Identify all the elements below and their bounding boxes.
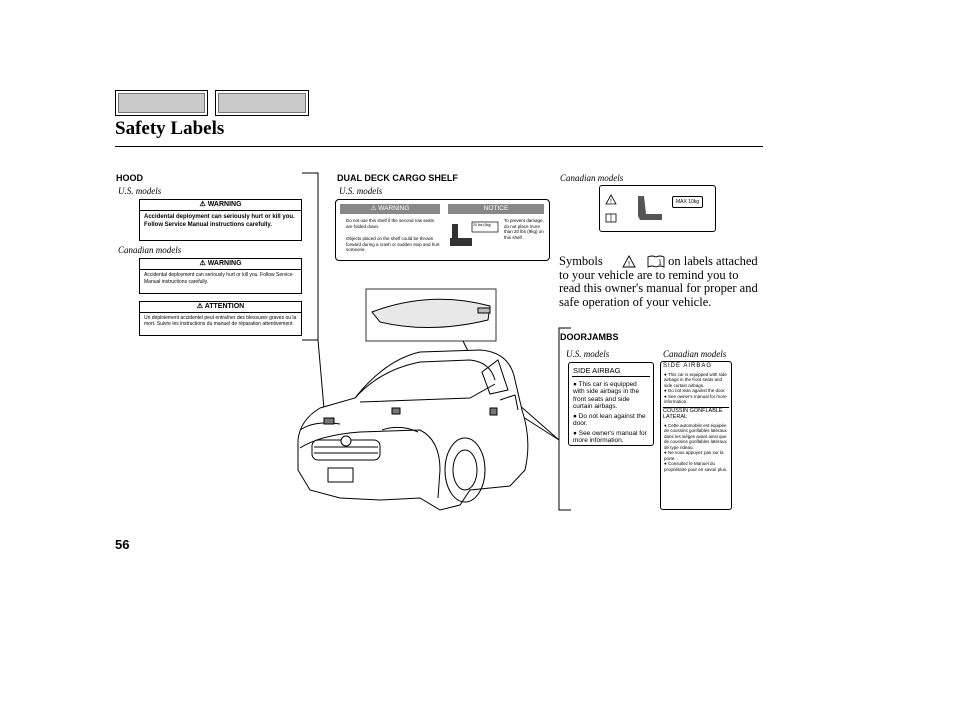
hood-heading: HOOD [116, 173, 143, 183]
doorjambs-ca-b2: Do not lean against the door. [661, 388, 731, 394]
doorjambs-us-b2: Do not lean against the door. [569, 412, 653, 429]
hood-ca-warning-title: ⚠ WARNING [140, 259, 301, 270]
doorjambs-canadian-caption: Canadian models [663, 349, 727, 359]
max-weight-tag: MAX 10kg [672, 196, 704, 208]
canadian-top-label: ! MAX 10kg [599, 185, 716, 232]
nav-tab-2[interactable] [215, 90, 309, 116]
cargo-warning-title: WARNING [378, 205, 410, 212]
cargo-warning-text-1: Do not use this shelf if the second row … [346, 218, 435, 229]
hood-ca-attention-text: Un déploiement accidentel peut entraîner… [144, 315, 297, 327]
cargo-warning-header: ⚠ WARNING [340, 204, 440, 214]
doorjambs-ca-label: SIDE AIRBAG This car is equipped with si… [660, 361, 732, 510]
doorjambs-ca-f3: Consultez le Manuel du propriétaire pour… [661, 461, 731, 472]
hood-ca-attention-label: ⚠ ATTENTION Un déploiement accidentel pe… [139, 301, 302, 336]
cargo-us-caption: U.S. models [339, 186, 383, 196]
hood-canadian-caption: Canadian models [118, 245, 182, 255]
manual-info-icon: i [647, 255, 665, 268]
page-number: 56 [115, 537, 130, 552]
canadian-top-caption: Canadian models [560, 173, 624, 183]
hood-us-label-title: ⚠ WARNING [140, 200, 301, 211]
hood-us-label: ⚠ WARNING Accidental deployment can seri… [139, 199, 302, 241]
doorjambs-heading: DOORJAMBS [560, 332, 619, 342]
nav-tab-1[interactable] [115, 90, 208, 116]
doorjambs-ca-b1: This car is equipped with side airbags i… [661, 372, 731, 389]
svg-text:!: ! [627, 260, 630, 268]
hood-us-label-text: Accidental deployment can seriously hurt… [144, 214, 295, 228]
hood-ca-warning-text: Accidental deployment can seriously hurt… [144, 272, 293, 285]
doorjambs-us-b3: See owner's manual for more information. [569, 429, 653, 446]
doorjambs-ca-f1: Cette automobile est équipée de coussins… [661, 423, 731, 451]
hood-ca-warning-label: ⚠ WARNING Accidental deployment can seri… [139, 258, 302, 294]
title-rule [115, 146, 763, 147]
cargo-warning-text-2: Objects placed on the shelf could be thr… [346, 236, 440, 252]
doorjambs-ca-title: SIDE AIRBAG [663, 363, 713, 369]
doorjambs-us-title: SIDE AIRBAG [572, 366, 650, 377]
warning-triangle-icon: ! [622, 255, 636, 268]
cargo-seat-icon [450, 221, 499, 246]
page-title: Safety Labels [115, 118, 225, 139]
symbols-lead: Symbols [559, 254, 603, 268]
symbols-rest: on labels attached to your vehicle are t… [559, 254, 758, 309]
cargo-notice-header: NOTICE [448, 204, 544, 214]
doorjambs-us-label: SIDE AIRBAG This car is equipped with si… [568, 362, 654, 446]
hood-ca-attention-title: ⚠ ATTENTION [140, 302, 301, 313]
symbols-paragraph: Symbols ! i on labels attached to your v… [559, 252, 759, 309]
hood-ca-attention-title-text: ATTENTION [204, 303, 245, 310]
hood-us-caption: U.S. models [118, 186, 162, 196]
manual-book-icon [605, 213, 617, 223]
cargo-notice-text: To prevent damage, do not place more tha… [504, 218, 544, 240]
seat-icon [638, 196, 662, 220]
svg-text:!: ! [610, 198, 612, 205]
svg-text:i: i [659, 258, 662, 267]
doorjambs-us-b1: This car is equipped with side airbags i… [569, 380, 653, 412]
cargo-label: ⚠ WARNING NOTICE Do not use this shelf i… [335, 199, 550, 261]
doorjambs-ca-f2: Ne vous appuyez pas sur la porte. [661, 450, 731, 461]
doorjambs-ca-b3: See owner's manual for more information. [661, 394, 731, 405]
hood-ca-warning-title-text: WARNING [207, 260, 242, 267]
cargo-heading: DUAL DECK CARGO SHELF [337, 173, 458, 183]
hood-us-label-title-text: WARNING [207, 201, 242, 208]
doorjambs-us-caption: U.S. models [566, 349, 610, 359]
doorjambs-ca-title-fr: COUSSIN GONFLABLE LATERAL [663, 406, 729, 421]
cargo-notice-tag: 20 lbs (9kg) [473, 223, 492, 227]
warning-triangle-icon: ! [605, 194, 617, 205]
